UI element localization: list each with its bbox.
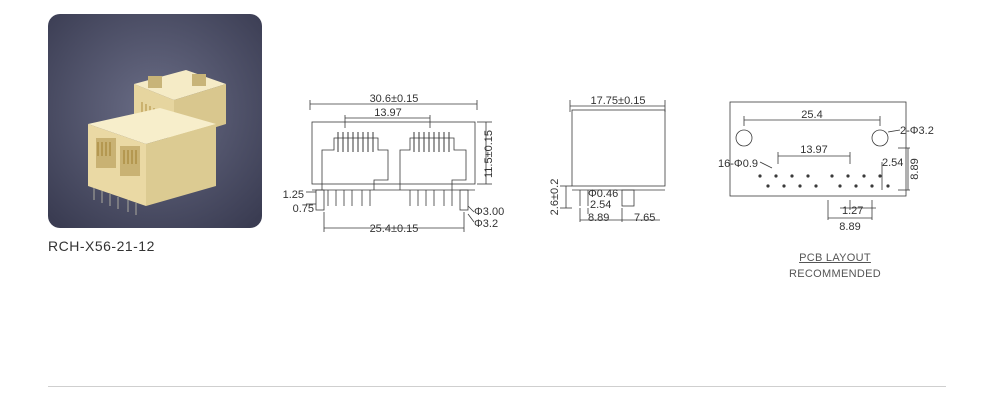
port-pitch-label: 13.97: [374, 107, 402, 119]
product-photo: [48, 14, 262, 228]
peg-dia-1-label: Φ3.00: [474, 206, 504, 218]
pcb-caption-subtitle: RECOMMENDED: [789, 268, 881, 280]
pcb-caption-title: PCB LAYOUT: [799, 252, 871, 264]
height-label: 11.5±0.15: [483, 130, 495, 178]
standoff-label: 2.6±0.2: [549, 179, 561, 216]
hole-span-label: 25.4: [801, 109, 822, 121]
overall-width-label: 30.6±0.15: [370, 93, 419, 105]
dim-a-label: 8.89: [588, 212, 609, 224]
dim-b-label: 7.65: [634, 212, 655, 224]
pcb-row-pitch-label: 2.54: [882, 157, 903, 169]
pin-pitch-label: 1.27: [842, 205, 863, 217]
bottom-span-label: 8.89: [839, 221, 860, 233]
footer-divider: [48, 386, 946, 387]
peg-dia-2-label: Φ3.2: [474, 218, 498, 230]
side-view-drawing: 17.75±0.15 2.6±0.2 Φ0.46 2.54 8.89 7.65: [530, 0, 690, 255]
pcb-layout-drawing: 25.4 2-Φ3.2 16-Φ0.9 13.97 2.54 8.89 1.27…: [700, 0, 950, 255]
pcb-height-label: 8.89: [909, 158, 921, 179]
front-view-drawing: 30.6±0.15 13.97 11.5±0.15 1.25 0.75 25.4…: [270, 0, 520, 255]
part-number: RCH-X56-21-12: [48, 238, 155, 254]
row-pitch-label: 2.54: [590, 199, 611, 211]
pcb-port-pitch-label: 13.97: [800, 144, 828, 156]
depth-label: 17.75±0.15: [591, 95, 646, 107]
pin-dia-label: Φ0.46: [588, 188, 618, 200]
mount-holes-label: 2-Φ3.2: [900, 125, 934, 137]
pin-span-label: 25.4±0.15: [370, 223, 419, 235]
offset-a-label: 1.25: [283, 189, 304, 201]
pin-holes-label: 16-Φ0.9: [718, 158, 758, 170]
front-connector: [88, 108, 216, 215]
offset-b-label: 0.75: [293, 203, 314, 215]
